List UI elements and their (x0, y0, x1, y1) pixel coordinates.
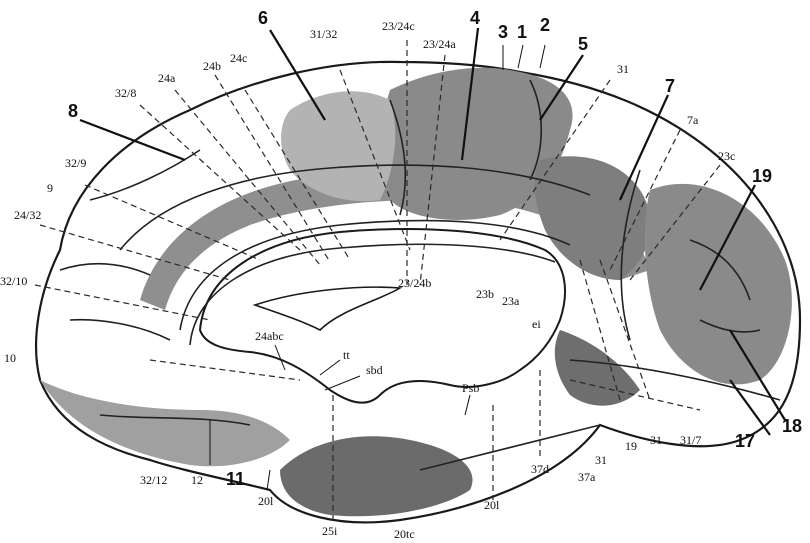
label-area-7: 7 (665, 76, 675, 96)
label-area-19-bottom: 19 (625, 439, 637, 453)
label-area-23-24c: 23/24c (382, 19, 415, 33)
label-area-23-24b: 23/24b (398, 276, 431, 290)
label-area-37a: 37a (578, 470, 596, 484)
label-area-24c: 24c (230, 51, 247, 65)
label-area-9: 9 (47, 181, 53, 195)
label-area-2: 2 (540, 15, 550, 35)
subcallosal-dark-region (280, 436, 473, 516)
leader-17 (730, 380, 770, 435)
sulcus-frontal-2 (60, 264, 150, 275)
label-area-31-32: 31/32 (310, 27, 337, 41)
label-area-24abc: 24abc (255, 329, 284, 343)
label-area-23a: 23a (502, 294, 520, 308)
boundary-cingulate-lower (150, 360, 300, 380)
label-area-psb: Psb (462, 381, 479, 395)
label-area-32-9: 32/9 (65, 156, 86, 170)
label-area-6: 6 (258, 8, 268, 28)
label-area-8: 8 (68, 101, 78, 121)
leader-1 (518, 45, 523, 68)
label-area-32-12: 32/12 (140, 473, 167, 487)
label-area-19: 19 (752, 166, 772, 186)
label-area-3: 3 (498, 22, 508, 42)
label-area-1: 1 (517, 22, 527, 42)
label-area-sbd: sbd (366, 363, 383, 377)
leader-8 (80, 120, 185, 160)
leader-7 (620, 95, 668, 200)
label-area-24a: 24a (158, 71, 176, 85)
label-area-17: 17 (735, 431, 755, 451)
orbital-dark-region (40, 380, 290, 466)
label-area-31-7: 31/7 (680, 433, 701, 447)
label-area-20tc: 20tc (394, 527, 415, 541)
label-area-20l-right: 20l (484, 498, 500, 512)
label-area-23-24a: 23/24a (423, 37, 456, 51)
label-area-25i: 25i (322, 524, 338, 538)
label-area-tt: tt (343, 348, 350, 362)
label-area-10: 10 (4, 351, 16, 365)
boundary-32-10 (35, 285, 210, 320)
leader-20l-left (267, 470, 270, 490)
label-area-32-10: 32/10 (0, 274, 27, 288)
label-area-23c: 23c (718, 149, 735, 163)
label-area-31-top: 31 (617, 62, 629, 76)
label-area-24-32: 24/32 (14, 208, 41, 222)
label-area-11: 11 (226, 469, 245, 489)
sulcus-frontal-1 (90, 150, 200, 200)
label-area-7a: 7a (687, 113, 699, 127)
label-area-ei: ei (532, 317, 541, 331)
isthmus-dark-region (555, 330, 640, 406)
label-area-5: 5 (578, 34, 588, 54)
label-area-12: 12 (191, 473, 203, 487)
label-area-20l-left: 20l (258, 494, 274, 508)
sulcus-collateral (420, 425, 600, 470)
leader-psb (465, 395, 470, 415)
sulcus-frontal-3 (70, 320, 170, 340)
leader-2 (540, 45, 545, 68)
occipital-dark-region (645, 184, 792, 385)
label-area-4: 4 (470, 8, 480, 28)
label-area-23b: 23b (476, 287, 494, 301)
label-area-32-8: 32/8 (115, 86, 136, 100)
label-area-37d: 37d (531, 462, 549, 476)
label-area-24b: 24b (203, 59, 221, 73)
label-area-18: 18 (782, 416, 802, 436)
label-area-31-lower: 31 (650, 433, 662, 447)
label-area-31-bottom: 31 (595, 453, 607, 467)
